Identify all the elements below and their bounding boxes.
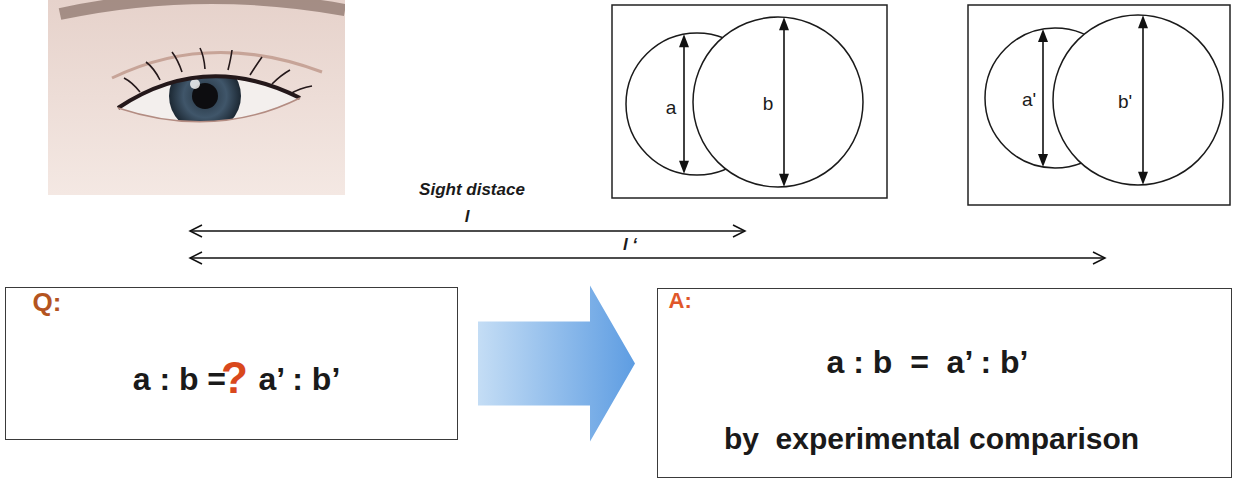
arrow-head [190,252,202,264]
eyebrow [60,0,345,14]
eyelid-crease [112,52,322,78]
distance-line [190,230,745,232]
arrow-head [779,174,789,187]
diameter-label: b [763,93,774,115]
circle-shape [1053,15,1223,185]
circle-outline [1053,15,1223,185]
arrow-head [733,225,745,237]
circle-shape [693,17,863,187]
distance-symbol: l [463,207,472,227]
formula-box: A: a : b = a’ : b’ by experimental compari… [657,288,1232,478]
formula-text: Q: [33,288,62,318]
diameter-line [683,44,685,164]
distance-line [190,257,1105,259]
axis-caption: Sight distace [417,180,527,200]
arrow-head [1138,172,1148,185]
arrow-head [1038,29,1048,42]
arrow-head [679,161,689,174]
block-arrow [478,286,635,442]
diameter-label: a [666,97,677,119]
formula-text: ? [221,353,248,404]
arrow-head [190,225,202,237]
eye-highlight [190,79,200,89]
panel-frame [612,5,887,198]
distance-symbol: l ‘ [621,235,639,255]
circle-outline [693,17,863,187]
formula-text: a : b [133,361,199,398]
diameter-line [1142,25,1144,175]
circle-node: b [693,17,863,187]
arrow-head [1138,15,1148,28]
arrow-head [1038,154,1048,167]
arrow-head [779,17,789,30]
circle-node: b' [1053,15,1223,185]
upper-lid [118,76,300,108]
lower-lid [118,98,300,122]
diameter-line [1042,39,1044,157]
arrow-head [679,34,689,47]
eye-photo [48,0,345,195]
formula-text: a : b = a’ : b’ [827,344,1029,381]
formula-box: Q:a : b=?a’ : b’ [5,287,458,440]
panel-frame [968,5,1230,205]
eyelashes [124,48,312,94]
diameter-label: a' [1022,89,1036,111]
diameter-line [783,27,785,177]
arrow-head [1093,252,1105,264]
formula-text: by experimental comparison [724,422,1139,457]
sight-distance-arrows [190,225,1105,264]
formula-text: a’ : b’ [259,361,341,398]
formula-text: A: [669,288,692,313]
skin [48,0,345,195]
diameter-label: b' [1118,91,1132,113]
